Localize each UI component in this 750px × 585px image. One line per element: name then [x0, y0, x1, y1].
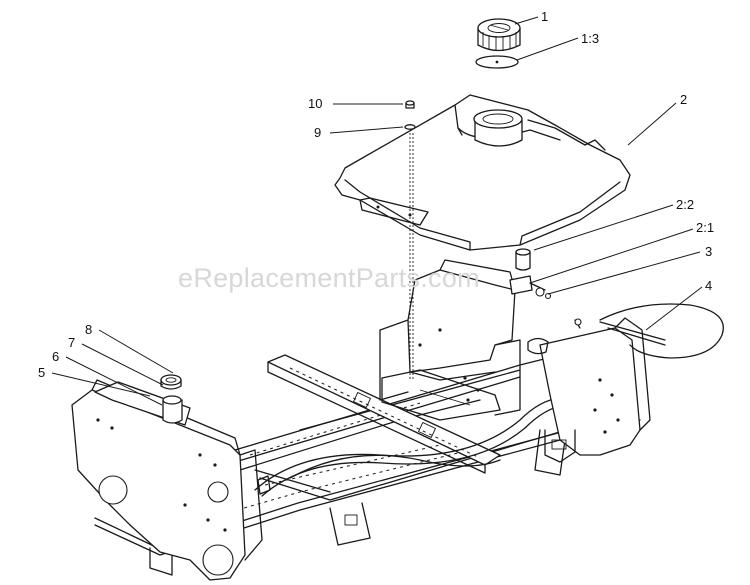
- callout-8: 8: [85, 322, 92, 337]
- fuel-hoses: [254, 397, 566, 497]
- callout-2: 2: [680, 92, 687, 107]
- hardware-bolt: [404, 100, 416, 380]
- left-side-plate: [71, 379, 271, 581]
- callout-10: 10: [308, 96, 322, 111]
- callout-5: 5: [38, 365, 45, 380]
- callout-6: 6: [52, 349, 59, 364]
- callout-1: 1: [541, 9, 548, 24]
- callout-7: 7: [68, 335, 75, 350]
- oil-tank-assembly: [94, 374, 191, 426]
- front-cross-bar: [267, 354, 501, 474]
- callout-2-1: 2:1: [696, 220, 714, 235]
- callout-labels: 1 1:3 2 2:2 2:1 3 4 5 6 7 8 9 10: [38, 9, 714, 380]
- fuel-cap-assembly: [475, 18, 521, 69]
- watermark-text: eReplacementParts.com: [178, 263, 480, 293]
- callout-9: 9: [314, 125, 321, 140]
- callout-4: 4: [705, 278, 712, 293]
- center-pedestal: [379, 259, 521, 421]
- fuel-line: [599, 303, 724, 359]
- callout-1-3: 1:3: [581, 31, 599, 46]
- callout-3: 3: [705, 244, 712, 259]
- leader-lines: [51, 16, 703, 406]
- right-side-plate: [539, 317, 651, 463]
- fuel-tank: [334, 94, 631, 251]
- callout-2-2: 2:2: [676, 197, 694, 212]
